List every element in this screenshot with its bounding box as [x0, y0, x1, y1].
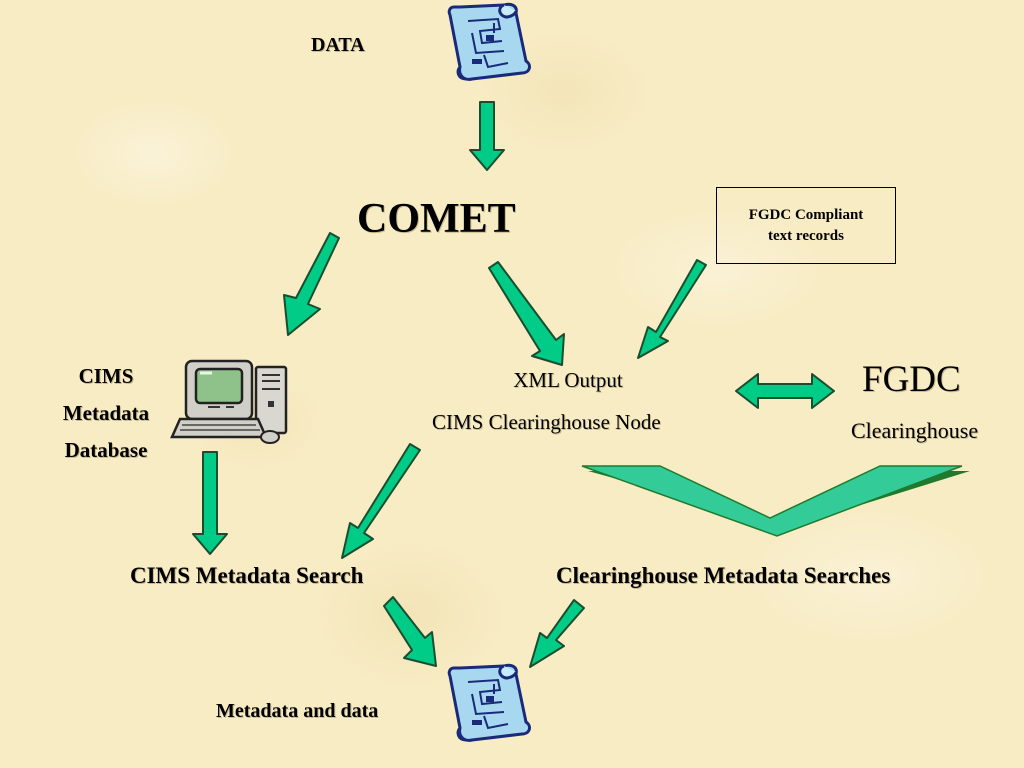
- chevron-fgdc-to-searches: [581, 465, 963, 537]
- fgdc-compliant-records-box: FGDC Compliant text records: [716, 187, 896, 264]
- arrow-comet-to-xml: [488, 261, 565, 366]
- computer-icon: [170, 359, 288, 444]
- cims-db-line-3: Database: [64, 438, 148, 462]
- comet-label: COMET: [357, 196, 516, 242]
- arrow-search-to-output: [383, 596, 437, 667]
- fgdc-title: FGDC: [862, 359, 961, 400]
- map-scroll-icon: [447, 663, 531, 742]
- fgdc-clearinghouse-subtitle: Clearinghouse: [851, 418, 979, 443]
- fgdc-box-line-2: text records: [768, 227, 844, 244]
- cims-db-line-2: Metadata: [62, 401, 150, 425]
- arrow-clearinghouse-to-output: [529, 599, 585, 668]
- arrow-fgdc-records-to-xml: [637, 259, 707, 359]
- cims-clearinghouse-node-label: CIMS Clearinghouse Node: [432, 410, 661, 434]
- map-scroll-icon: [447, 2, 531, 81]
- arrow-data-to-comet: [469, 101, 505, 171]
- arrow-bidirectional-xml-fgdc: [735, 373, 835, 409]
- arrow-comet-to-database: [283, 232, 340, 336]
- cims-db-line-1: CIMS: [78, 364, 134, 388]
- arrow-xml-to-search: [341, 443, 421, 559]
- clearinghouse-metadata-searches-label: Clearinghouse Metadata Searches: [556, 563, 891, 588]
- cims-metadata-search-label: CIMS Metadata Search: [130, 563, 364, 588]
- data-label: DATA: [311, 34, 365, 56]
- arrow-database-to-search: [192, 451, 228, 555]
- fgdc-box-line-1: FGDC Compliant: [748, 206, 864, 223]
- cims-metadata-database-label: CIMS Metadata Database: [48, 358, 164, 469]
- xml-output-label: XML Output: [513, 368, 623, 392]
- metadata-and-data-label: Metadata and data: [216, 700, 379, 722]
